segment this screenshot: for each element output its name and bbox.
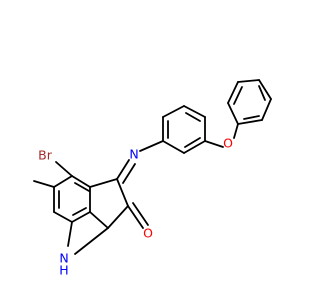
bond-five-2 (116, 178, 129, 207)
molecule-structure-diagram: Br N O O N H (33, 79, 272, 278)
bond-o-aryl (233, 123, 239, 139)
bond-aryl-o (204, 140, 224, 148)
bond-carbonyl-2 (132, 202, 149, 226)
bond-c-nh (67, 221, 73, 247)
bond-ring-b-inner-2 (185, 112, 201, 122)
bond-ring-a-5 (71, 211, 91, 223)
bond-ring-c-inner-1 (233, 86, 243, 105)
atom-label-imine-nitrogen: N (129, 147, 138, 162)
atom-label-bromine: Br (38, 148, 53, 163)
bond-c-br (55, 161, 73, 177)
bond-ring-c-6 (237, 119, 263, 125)
bond-ring-b-5 (183, 140, 206, 154)
bond-ring-a-1 (71, 175, 91, 188)
atom-label-amide-nitrogen: N (59, 251, 68, 266)
atom-label-carbonyl-oxygen: O (143, 226, 153, 241)
bond-imine-2 (122, 163, 136, 184)
atom-label-amide-hydrogen: H (59, 263, 68, 278)
bond-nh-c (74, 227, 109, 255)
bond-ring-c-2 (227, 81, 239, 104)
bond-ring-b-2 (162, 105, 185, 118)
bond-n-aryl (139, 140, 164, 152)
bond-ring-b-3 (183, 105, 206, 118)
bond-ring-a-4 (53, 211, 73, 223)
bond-five-4 (89, 211, 109, 229)
bond-ring-c-1 (227, 102, 239, 125)
atom-label-ether-oxygen: O (223, 136, 233, 151)
bond-ring-b-inner-3 (184, 137, 201, 148)
bond-ring-a-inner-1 (74, 182, 90, 192)
bond-carbonyl-1 (127, 205, 144, 229)
bond-c-methyl (33, 180, 55, 188)
bond-ring-a-2 (53, 175, 73, 188)
bond-ring-a-inner-3 (72, 207, 87, 216)
bond-layer (33, 79, 272, 255)
bond-ring-b-6 (162, 140, 185, 154)
bond-ring-c-inner-3 (243, 115, 260, 120)
bond-imine-1 (116, 159, 130, 180)
bond-five-3 (107, 205, 129, 229)
bond-ring-c-5 (261, 98, 272, 121)
bond-ring-c-inner-2 (258, 85, 266, 101)
bond-ring-c-3 (237, 79, 260, 83)
bond-five-1 (89, 178, 118, 188)
bond-ring-c-4 (258, 79, 272, 100)
